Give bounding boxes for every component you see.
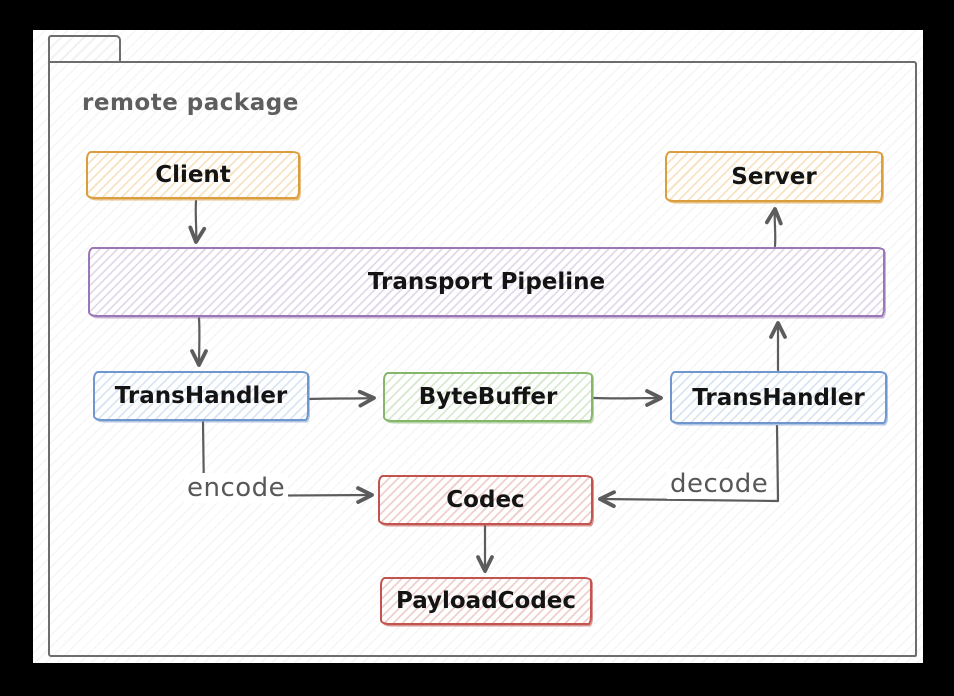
package-tab xyxy=(48,35,121,63)
node-transhandler-right-label: TransHandler xyxy=(692,384,865,411)
node-client: Client xyxy=(86,151,300,199)
node-server-label: Server xyxy=(731,163,817,190)
node-codec-label: Codec xyxy=(446,487,525,513)
package-frame xyxy=(48,61,917,657)
node-transhandler-left-label: TransHandler xyxy=(114,383,288,409)
node-bytebuffer-label: ByteBuffer xyxy=(418,384,558,410)
node-transhandler-right: TransHandler xyxy=(670,371,887,424)
node-bytebuffer: ByteBuffer xyxy=(383,372,593,422)
node-client-label: Client xyxy=(155,162,231,188)
edge-label-decode: decode xyxy=(667,469,772,499)
node-payloadcodec: PayloadCodec xyxy=(380,577,592,625)
node-transport-pipeline: Transport Pipeline xyxy=(88,247,885,317)
node-codec: Codec xyxy=(378,475,593,525)
node-transport-pipeline-label: Transport Pipeline xyxy=(367,269,606,295)
node-transhandler-left: TransHandler xyxy=(93,371,309,421)
diagram-canvas: remote package Client Server Transport P… xyxy=(33,30,923,663)
package-label: remote package xyxy=(82,90,299,116)
node-server: Server xyxy=(665,151,883,202)
edge-label-encode: encode xyxy=(184,473,289,503)
node-payloadcodec-label: PayloadCodec xyxy=(395,588,577,614)
